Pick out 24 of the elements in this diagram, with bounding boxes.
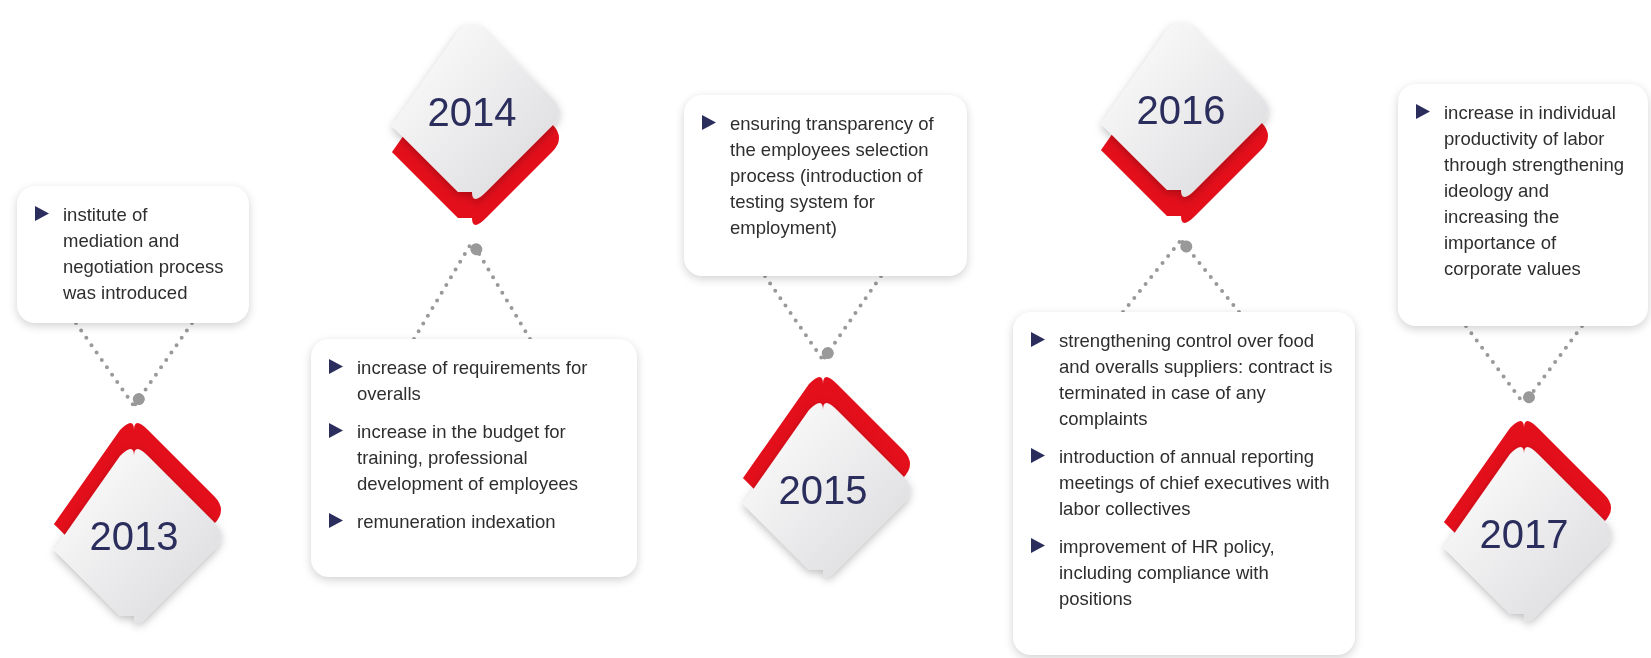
dotted-connector bbox=[412, 240, 532, 341]
year-label: 2016 bbox=[1136, 87, 1226, 133]
bullet-text: increase of requirements for overalls bbox=[357, 356, 589, 406]
year-label: 2013 bbox=[89, 513, 179, 559]
year-label: 2017 bbox=[1479, 511, 1569, 557]
bullet-text: institute of mediation and negotiation process was introduced bbox=[63, 203, 225, 305]
text-card bbox=[1013, 312, 1355, 655]
bullet-text: improvement of HR policy, including compliance with positions bbox=[1059, 535, 1276, 611]
text-card bbox=[17, 186, 249, 323]
year-label: 2015 bbox=[778, 467, 868, 513]
text-card bbox=[684, 95, 967, 276]
bullet-text: increase in individual productivity of labor through strengthening ideology and increasing the importance of corporate values bbox=[1444, 101, 1625, 281]
dotted-connector bbox=[1464, 324, 1584, 406]
dotted-connector bbox=[763, 274, 883, 362]
bullet-text: strengthening control over food and overalls suppliers: contract is terminated in case of any complaints bbox=[1059, 329, 1334, 431]
year-label: 2014 bbox=[427, 89, 517, 135]
dotted-connector bbox=[74, 321, 194, 408]
text-card bbox=[311, 339, 637, 577]
bullet-text: increase in the budget for training, professional development of employees bbox=[357, 420, 580, 496]
text-card bbox=[1398, 84, 1648, 326]
bullet-text: remuneration indexation bbox=[357, 510, 556, 534]
dotted-connector bbox=[1121, 238, 1241, 314]
bullet-text: introduction of annual reporting meetings of chief executives with labor collectives bbox=[1059, 445, 1331, 521]
bullet-text: ensuring transparency of the employees selection process (introduction of testing system for employment) bbox=[730, 112, 935, 240]
